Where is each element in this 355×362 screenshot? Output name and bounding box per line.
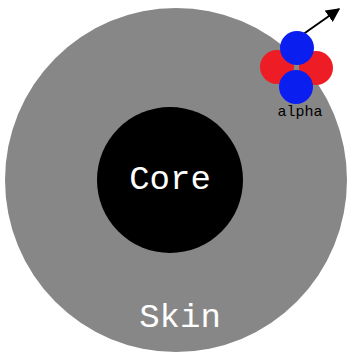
node-label: Core xyxy=(129,161,211,199)
core-circle-shape xyxy=(97,107,243,253)
particle-label: alpha xyxy=(277,104,322,121)
core-circle: Core xyxy=(97,107,243,253)
node-label: Skin xyxy=(139,299,221,337)
neutron xyxy=(279,70,313,104)
emission-arrow xyxy=(302,9,339,35)
skin-circle-shape xyxy=(5,8,347,352)
neutron xyxy=(280,31,314,65)
